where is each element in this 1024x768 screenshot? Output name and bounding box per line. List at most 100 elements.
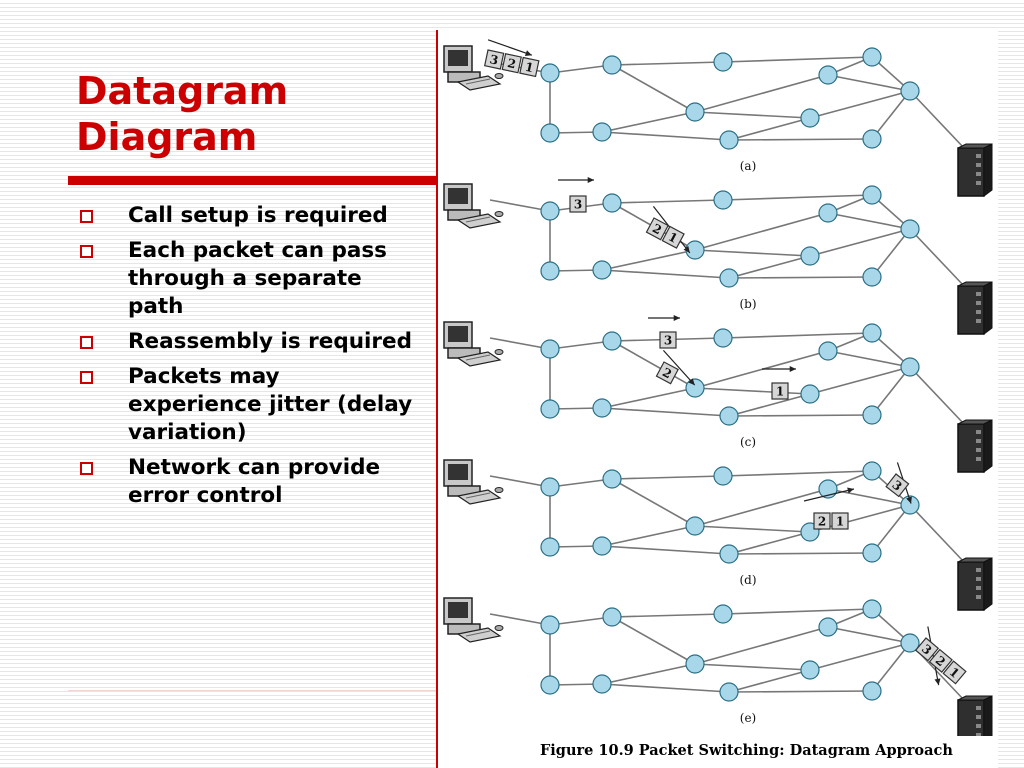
network-node	[863, 186, 881, 204]
network-node	[863, 268, 881, 286]
network-link	[602, 388, 695, 408]
packet-number: 1	[836, 515, 844, 529]
network-link	[602, 526, 695, 546]
network-link	[602, 684, 729, 692]
network-link	[602, 270, 729, 278]
server-slot	[976, 577, 981, 581]
network-node	[720, 131, 738, 149]
panel-label: (c)	[740, 435, 756, 449]
network-link	[695, 250, 810, 256]
network-node	[863, 600, 881, 618]
network-node	[686, 379, 704, 397]
server-icon	[958, 144, 992, 196]
network-link	[612, 65, 695, 112]
network-link	[602, 664, 695, 684]
network-link	[810, 643, 910, 670]
network-node	[720, 683, 738, 701]
packet-number: 1	[776, 385, 784, 399]
title-line-1: Datagram	[76, 68, 406, 114]
network-node	[593, 399, 611, 417]
panel-label: (e)	[740, 711, 756, 725]
network-node	[901, 220, 919, 238]
network-link	[729, 277, 872, 278]
network-link	[695, 627, 828, 664]
network-link	[723, 609, 872, 614]
bullet-item: Call setup is required	[76, 202, 416, 230]
network-node	[801, 247, 819, 265]
network-link	[695, 112, 810, 118]
network-link	[729, 553, 872, 554]
bullet-text: Network can provide error control	[128, 455, 380, 508]
network-node	[714, 53, 732, 71]
network-node	[801, 109, 819, 127]
network-link	[602, 112, 695, 132]
network-node	[686, 517, 704, 535]
network-node	[863, 406, 881, 424]
server-link	[910, 367, 964, 424]
network-panel: (b)	[490, 186, 964, 311]
slide-title: Datagram Diagram	[76, 68, 406, 160]
network-node	[714, 605, 732, 623]
network-node	[541, 616, 559, 634]
network-link	[612, 200, 723, 203]
network-node	[541, 676, 559, 694]
arrow-head	[674, 315, 680, 321]
network-panel: (a)	[490, 48, 964, 173]
network-link	[723, 471, 872, 476]
screen-shape	[448, 602, 468, 618]
arrow-head	[525, 50, 533, 57]
network-node	[603, 470, 621, 488]
server-slot	[976, 568, 981, 572]
network-link	[695, 388, 810, 394]
server-slot	[976, 706, 981, 710]
bottom-divider	[68, 690, 438, 691]
network-link	[729, 394, 810, 416]
network-node	[863, 324, 881, 342]
network-node	[714, 467, 732, 485]
bullet-item: Network can provide error control	[76, 454, 416, 510]
title-divider	[68, 176, 438, 185]
server-slot	[976, 430, 981, 434]
server-slot	[976, 181, 981, 185]
network-node	[686, 103, 704, 121]
network-node	[819, 342, 837, 360]
bullet-list: Call setup is required Each packet can p…	[76, 202, 416, 517]
bullet-text: Each packet can pass through a separate …	[128, 238, 387, 319]
server-link	[910, 229, 964, 286]
network-node	[593, 261, 611, 279]
square-bullet-icon	[80, 210, 93, 223]
network-link	[729, 670, 810, 692]
server-slot	[976, 733, 981, 736]
network-node	[541, 400, 559, 418]
bullet-text: Packets may experience jitter (delay var…	[128, 364, 412, 445]
server-icon	[958, 420, 992, 472]
network-node	[863, 462, 881, 480]
network-link	[612, 341, 695, 388]
network-node	[541, 64, 559, 82]
server-slot	[976, 724, 981, 728]
panel-label: (a)	[740, 159, 757, 173]
network-link	[723, 195, 872, 200]
packet-number: 3	[664, 334, 672, 348]
network-link	[695, 213, 828, 250]
network-link	[612, 479, 695, 526]
bullet-text: Reassembly is required	[128, 329, 412, 354]
network-node	[593, 675, 611, 693]
network-link	[810, 91, 910, 118]
server-slot	[976, 154, 981, 158]
screen-shape	[448, 326, 468, 342]
network-node	[593, 537, 611, 555]
mouse-shape	[495, 74, 503, 79]
server-link	[910, 91, 964, 148]
arrow-head	[933, 676, 942, 685]
network-node	[901, 358, 919, 376]
mouse-shape	[495, 626, 503, 631]
network-node	[541, 340, 559, 358]
network-node	[819, 618, 837, 636]
network-node	[541, 478, 559, 496]
server-side	[984, 696, 992, 736]
figure-caption: Figure 10.9 Packet Switching: Datagram A…	[540, 742, 953, 759]
network-panel: (c)	[490, 324, 964, 449]
network-node	[686, 655, 704, 673]
